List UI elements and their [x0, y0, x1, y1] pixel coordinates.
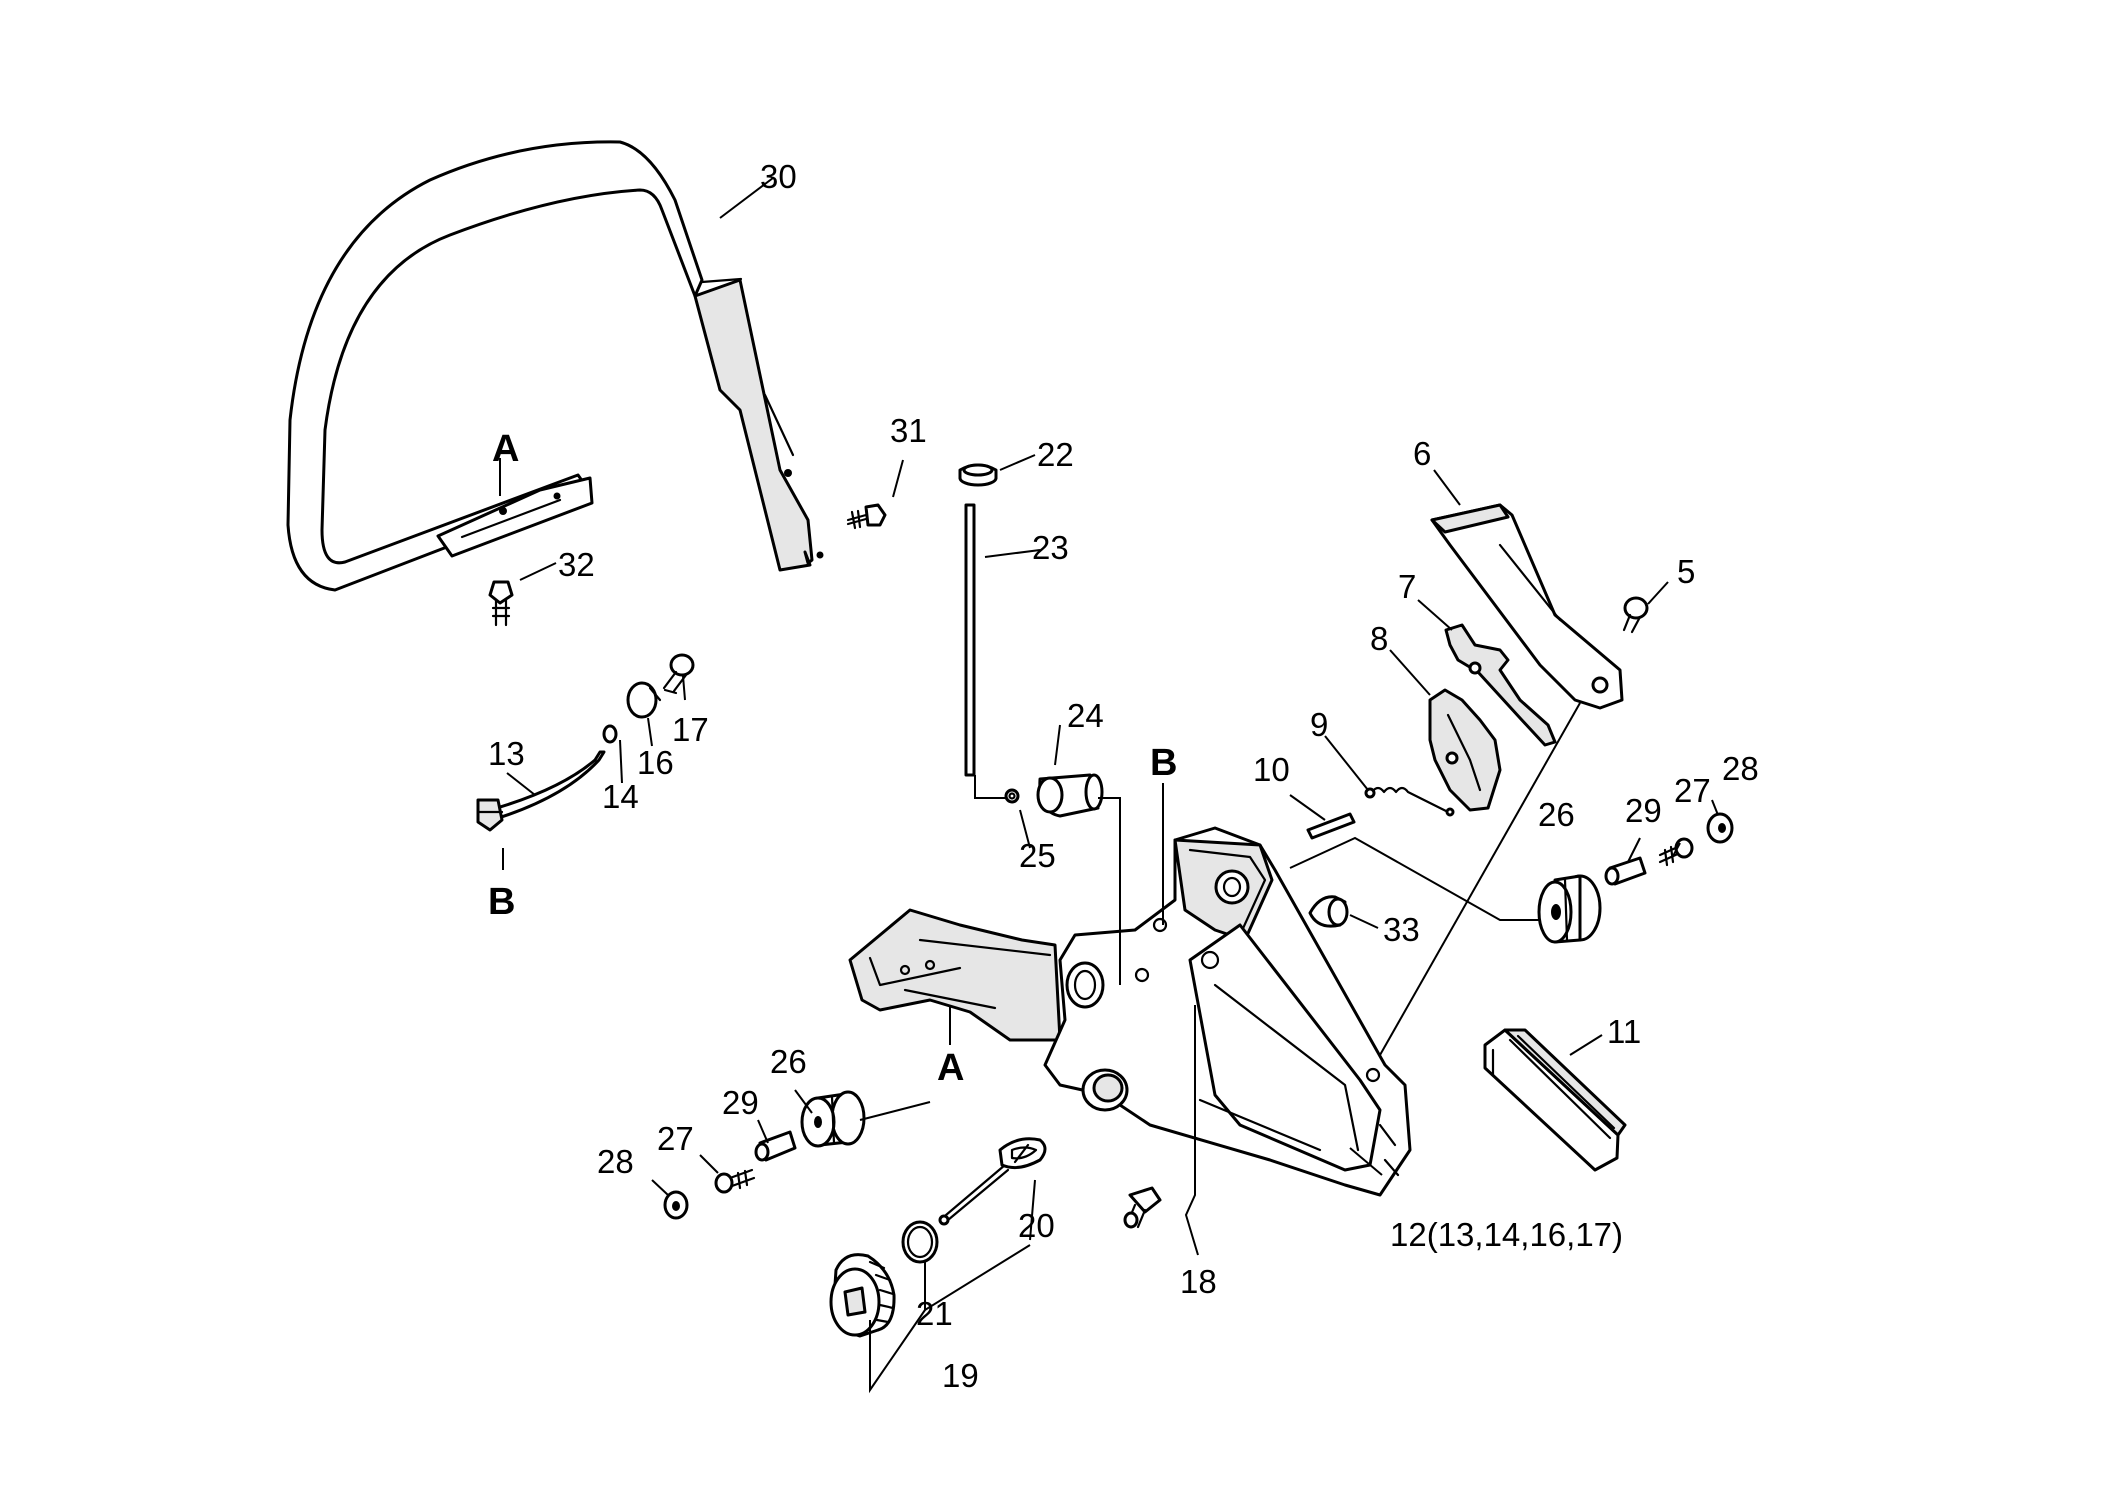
fitting-part-17: [662, 653, 695, 695]
label-part-22: 22: [1037, 436, 1074, 473]
label-part-26-right: 26: [1538, 796, 1575, 833]
label-part-31: 31: [890, 412, 927, 449]
bolt-part-31: [846, 503, 887, 530]
label-part-8: 8: [1370, 620, 1388, 657]
sleeve-part-29-right: [1604, 856, 1647, 886]
label-part-28-right: 28: [1722, 750, 1759, 787]
label-part-27-right: 27: [1674, 772, 1711, 809]
label-part-20: 20: [1018, 1207, 1055, 1244]
cushion-part-11: [1483, 1028, 1627, 1172]
washer-part-28-left: [663, 1190, 689, 1220]
label-part-7: 7: [1398, 568, 1416, 605]
label-part-26-left: 26: [770, 1043, 807, 1080]
brake-lever-part-7: [1444, 623, 1557, 747]
sleeve-part-29-left: [754, 1130, 797, 1162]
part-number-labels: 30 31 32 22 23 24 25 13 14 16 17 6 5 7 8…: [488, 158, 1759, 1394]
label-part-13: 13: [488, 735, 525, 772]
label-part-23: 23: [1032, 529, 1069, 566]
front-handle-bar-part-30: [286, 140, 824, 592]
ref-b-bottom: B: [488, 881, 515, 923]
oil-cap-part-19: [829, 1253, 896, 1338]
brake-plate-part-8: [1428, 688, 1502, 812]
leader-lines: [499, 177, 1719, 1394]
label-part-18: 18: [1180, 1263, 1217, 1300]
rod-part-23: [964, 503, 976, 777]
label-part-12: 12(13,14,16,17): [1390, 1216, 1623, 1253]
screw-part-25: [1004, 788, 1020, 804]
plug-part-33: [1308, 895, 1349, 928]
label-part-29-left: 29: [722, 1084, 759, 1121]
label-part-19: 19: [942, 1357, 979, 1394]
bolt-part-27-left: [714, 1168, 756, 1194]
label-part-24: 24: [1067, 697, 1104, 734]
label-part-9: 9: [1310, 706, 1328, 743]
label-part-6: 6: [1413, 435, 1431, 472]
washer-part-28-right: [1706, 812, 1734, 844]
label-part-21: 21: [916, 1295, 953, 1332]
clip-part-14: [602, 724, 618, 744]
label-part-11: 11: [1607, 1013, 1641, 1050]
main-handle-body-part-12: [848, 826, 1412, 1197]
screw-part-5: [1622, 596, 1649, 634]
label-part-16: 16: [637, 744, 674, 781]
ref-a-top: A: [492, 428, 519, 470]
ref-b-top: B: [1150, 742, 1177, 784]
cover-part-6: [1430, 503, 1624, 710]
rubber-mount-part-26-right: [1537, 874, 1602, 944]
label-part-30: 30: [760, 158, 797, 195]
filter-part-16: [626, 681, 662, 719]
reference-letters: A A B B: [488, 428, 1177, 1089]
bolt-part-32: [488, 580, 514, 627]
label-part-14: 14: [602, 778, 639, 815]
label-part-17: 17: [672, 711, 709, 748]
label-part-32: 32: [558, 546, 595, 583]
rubber-mount-part-26-left: [800, 1090, 866, 1148]
fitting-part-18: [1123, 1186, 1162, 1229]
tether-part-20: [938, 1137, 1047, 1226]
label-part-25: 25: [1019, 837, 1056, 874]
pin-part-10: [1306, 812, 1356, 840]
mount-part-24: [1036, 773, 1104, 818]
oil-hose-part-13: [476, 750, 606, 832]
label-part-28-left: 28: [597, 1143, 634, 1180]
spring-part-9: [1364, 786, 1455, 817]
label-part-5: 5: [1677, 553, 1695, 590]
grommet-part-22: [958, 463, 998, 487]
label-part-27-left: 27: [657, 1120, 694, 1157]
label-part-33: 33: [1383, 911, 1420, 948]
ref-a-bottom: A: [937, 1047, 964, 1089]
o-ring-part-21: [901, 1220, 939, 1264]
label-part-10: 10: [1253, 751, 1290, 788]
label-part-29-right: 29: [1625, 792, 1662, 829]
